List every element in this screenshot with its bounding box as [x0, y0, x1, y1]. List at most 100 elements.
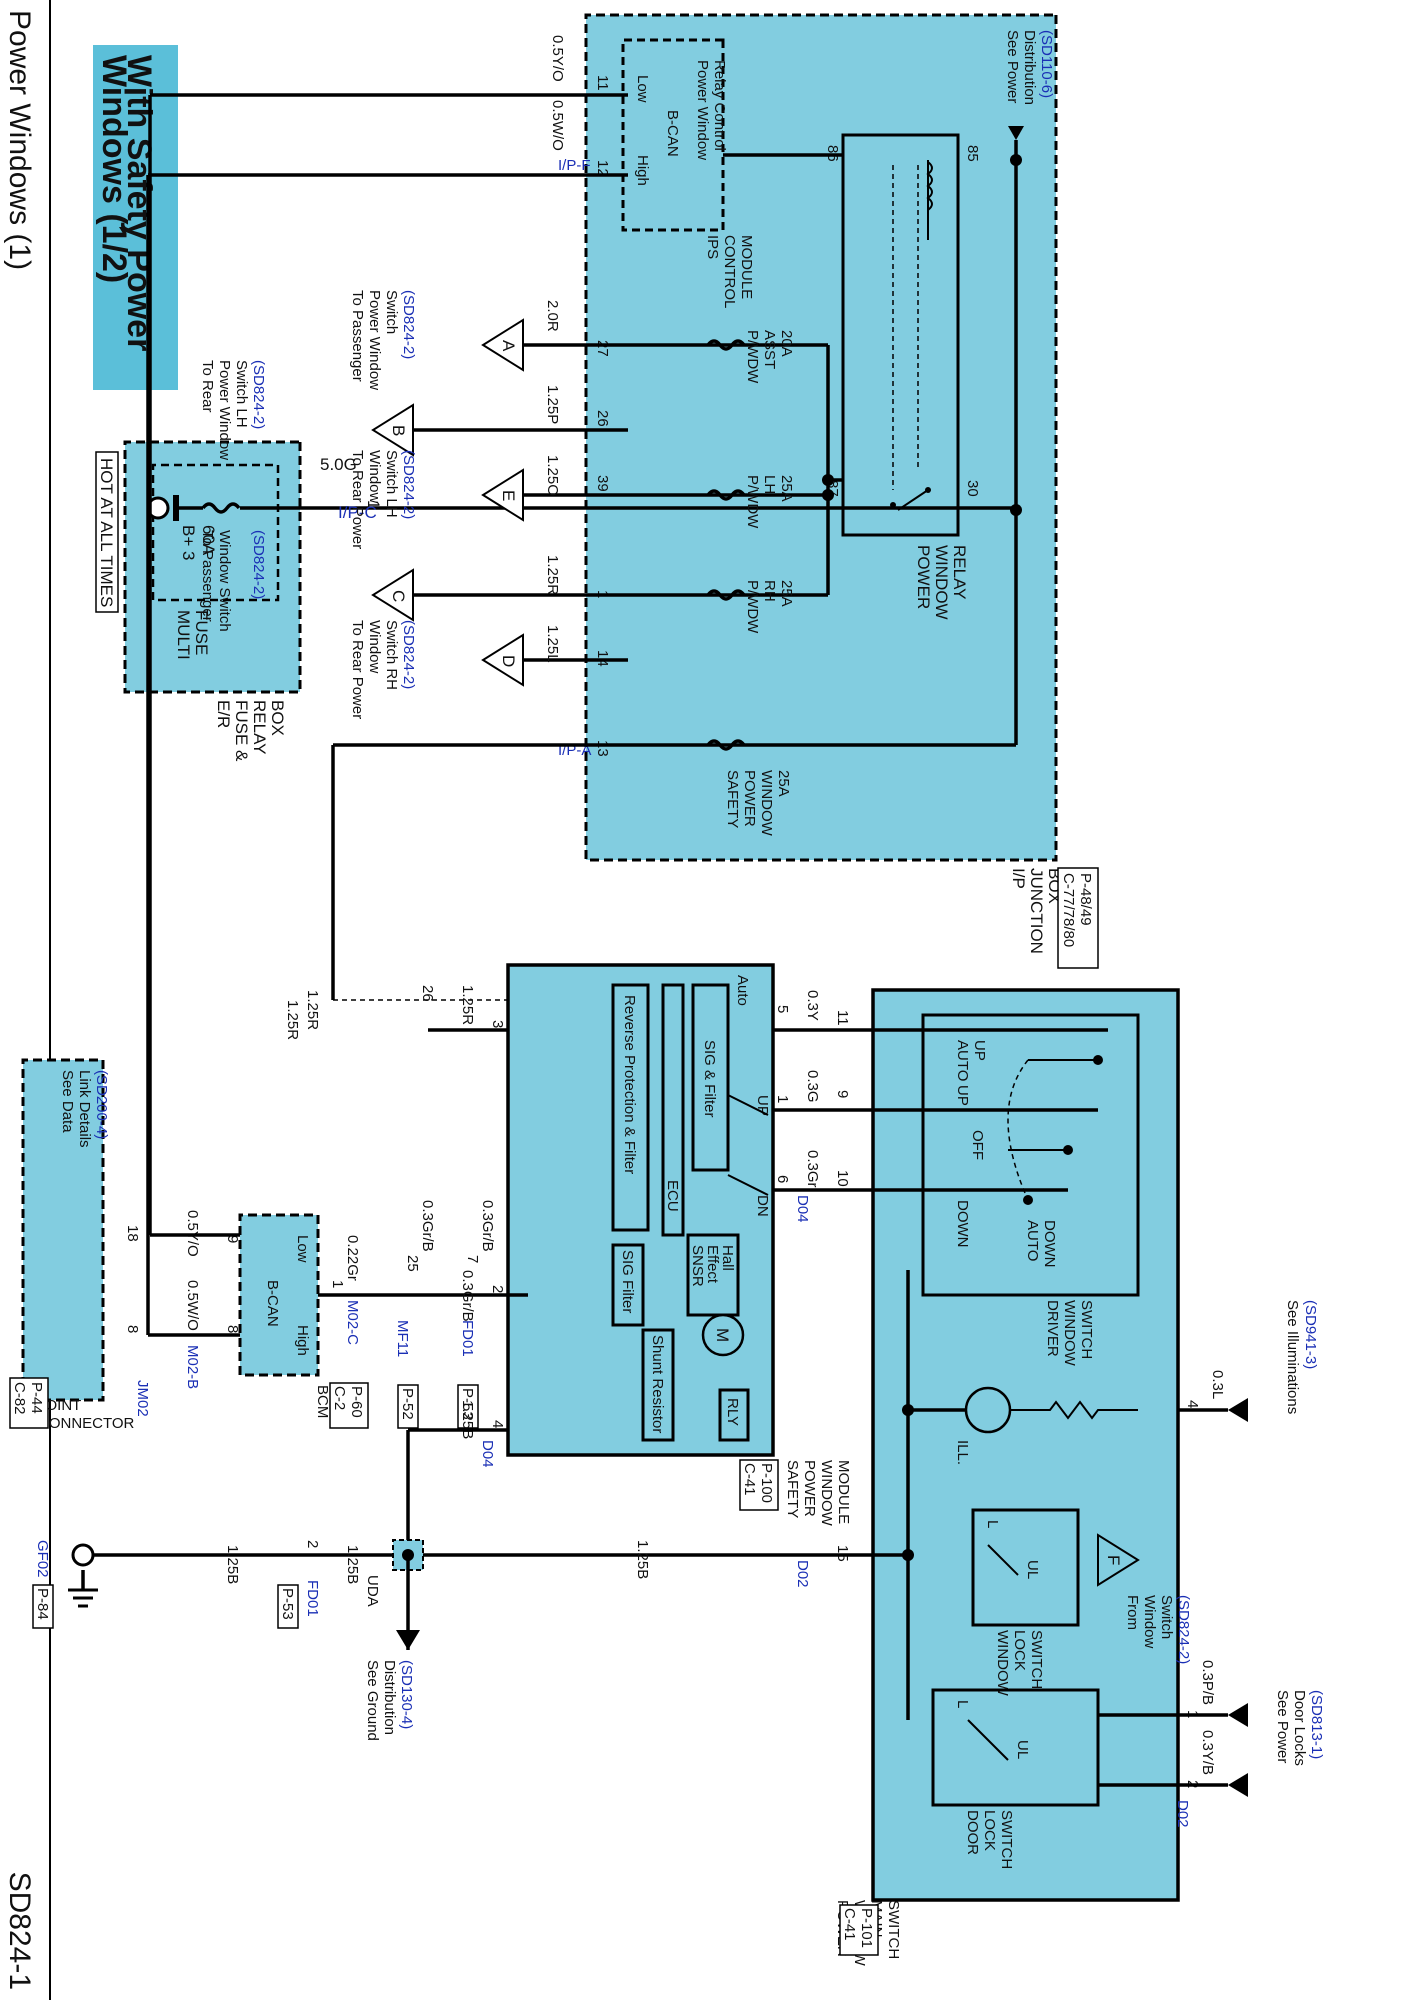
- fuse-safety-l4: 25A: [775, 770, 792, 797]
- ip-jb-name1: I/P: [1009, 868, 1028, 889]
- dest-a-l2: Power Window: [366, 290, 383, 390]
- pwms-pin11: 11: [834, 1010, 851, 1026]
- mf-ref: P-52: [399, 1388, 416, 1420]
- ips-l2: Relay Control: [711, 60, 728, 151]
- dls-name1: DOOR: [964, 1810, 981, 1855]
- ground-see2: Distribution: [381, 1660, 398, 1735]
- dest-d-link[interactable]: (SD824-2): [400, 620, 417, 689]
- wls-name1: WINDOW: [994, 1630, 1011, 1697]
- dest-b-letter: B: [389, 425, 408, 436]
- multi-fuse-l2: FUSE: [192, 610, 211, 655]
- spwm-pin5: 5: [774, 1005, 791, 1013]
- title-box: [93, 45, 178, 390]
- fuse-lh-l1: P/WDW: [744, 475, 761, 529]
- dest-c-l1: To Passenger: [199, 530, 216, 622]
- ground-w-gf: 1.25B: [224, 1545, 241, 1584]
- jc-name2: CONNECTOR: [38, 1415, 135, 1432]
- fd-ref: P-53: [459, 1388, 476, 1420]
- spwm-ecu: ECU: [664, 1180, 681, 1212]
- from-f-letter: F: [1104, 1555, 1123, 1565]
- jc-pin18: 18: [124, 1225, 141, 1242]
- spwm-pin2: 2: [489, 1285, 506, 1293]
- illum-link[interactable]: (SD941-3): [1302, 1300, 1319, 1369]
- pd-see2: Distribution: [1021, 30, 1038, 105]
- pwms-pin4: 4: [1184, 1400, 1201, 1408]
- spwm-pin26: 26: [419, 985, 436, 1002]
- dws-name2: WINDOW: [1061, 1300, 1078, 1367]
- jc-see2: Link Details: [76, 1070, 93, 1148]
- jb-pin26: 26: [594, 410, 611, 427]
- dest-b: B To Rear Power Window Switch LH (SD824-…: [199, 360, 414, 460]
- spwm-name1: SAFETY: [784, 1460, 801, 1518]
- fuse-b3-name: B+ 3: [179, 525, 198, 560]
- dest-e-l3: Switch LH: [383, 450, 400, 518]
- spwm-up-switch-icon: [727, 1094, 769, 1116]
- wire-27-label: 2.0R: [544, 300, 561, 332]
- multi-fuse-outline: [151, 463, 280, 602]
- dest-e: E To Rear Power Window Switch LH (SD824-…: [349, 450, 524, 549]
- fuse-safety-l3: WINDOW: [758, 770, 775, 837]
- spwm-shunt: Shunt Resistor: [649, 1335, 666, 1433]
- ips-bus: B-CAN: [664, 110, 681, 157]
- fuse-safety-l1: SAFETY: [724, 770, 741, 828]
- spwm-ref-box: [739, 1459, 779, 1511]
- ip-jb-ref-box: [1057, 867, 1099, 969]
- relay-pin85: 85: [964, 145, 981, 162]
- dest-c-l2: Window Switch: [216, 530, 233, 632]
- spwm-w26: 1.25R: [284, 1000, 301, 1040]
- mf-conn: MF11: [394, 1320, 411, 1357]
- jc-conn: JM02: [134, 1380, 151, 1417]
- spwm-relay: [718, 1388, 750, 1442]
- spwm-name3: WINDOW: [818, 1460, 835, 1527]
- ips-relay-control: [621, 38, 725, 232]
- ground-w-fd: 1.25B: [344, 1545, 361, 1584]
- dest-e-link[interactable]: (SD824-2): [400, 450, 417, 519]
- from-l2: Window: [1141, 1595, 1158, 1649]
- fuse-asst-l2: ASST: [761, 330, 778, 369]
- spwm-hall2: Effect: [704, 1245, 721, 1284]
- dest-b-link[interactable]: (SD824-2): [250, 360, 267, 429]
- jc-link[interactable]: (SD200-4): [93, 1070, 110, 1139]
- dest-b-l3: Switch LH: [233, 360, 250, 428]
- fd-ref-box: [457, 1384, 479, 1429]
- dest-c-link[interactable]: (SD824-2): [250, 530, 267, 599]
- section-title: Power Windows (1): [3, 10, 36, 270]
- dest-a-icon: [481, 318, 524, 372]
- fuse-lh-l2: LH: [761, 475, 778, 494]
- relay-pin30: 30: [964, 480, 981, 497]
- spwm-hall-sensor: [686, 1233, 740, 1317]
- page-code: SD824-1: [3, 1872, 36, 1990]
- ips-low: Low: [634, 75, 651, 103]
- spwm-sig-filter2: [611, 1243, 645, 1327]
- dws-down: DOWN: [954, 1200, 971, 1248]
- bcm-pin1: 1: [329, 1280, 346, 1288]
- dest-a: A To Passenger Power Window Switch (SD82…: [349, 290, 524, 390]
- jc-see1: See Data: [59, 1070, 76, 1133]
- dl-link[interactable]: (SD813-1): [1308, 1690, 1325, 1759]
- jb-pin12: 12: [594, 160, 611, 177]
- wire-1-label: 1.25R: [544, 555, 561, 595]
- jc-ref1: P-44: [28, 1382, 45, 1414]
- dest-a-link[interactable]: (SD824-2): [400, 290, 417, 359]
- spwm-rly: RLY: [724, 1398, 741, 1426]
- pwms-name4: SWITCH: [885, 1900, 902, 1959]
- er-box-l1: E/R: [214, 700, 233, 728]
- ground-link[interactable]: (SD130-4): [398, 1660, 415, 1729]
- spwm-w4: 1.25B: [459, 1400, 476, 1439]
- relay-name3: RELAY: [950, 545, 969, 600]
- jb-pin13: 13: [594, 740, 611, 757]
- dws-name1: DRIVER: [1044, 1300, 1061, 1357]
- dest-e-letter: E: [499, 490, 518, 501]
- dws-off: OFF: [969, 1130, 986, 1160]
- ground-uda: UDA: [364, 1575, 381, 1607]
- dest-d-l2: Window: [366, 620, 383, 674]
- jc-name1: JOINT: [38, 1397, 81, 1414]
- spwm-w3: 1.25R: [459, 985, 476, 1025]
- dest-c-icon: [371, 568, 414, 622]
- from-link[interactable]: (SD824-2): [1175, 1595, 1192, 1664]
- dws-switch-arc: [1007, 1059, 1029, 1201]
- dest-e-icon: [481, 468, 524, 522]
- relay-name1: POWER: [914, 545, 933, 609]
- pd-link[interactable]: (SD110-6): [1038, 30, 1055, 98]
